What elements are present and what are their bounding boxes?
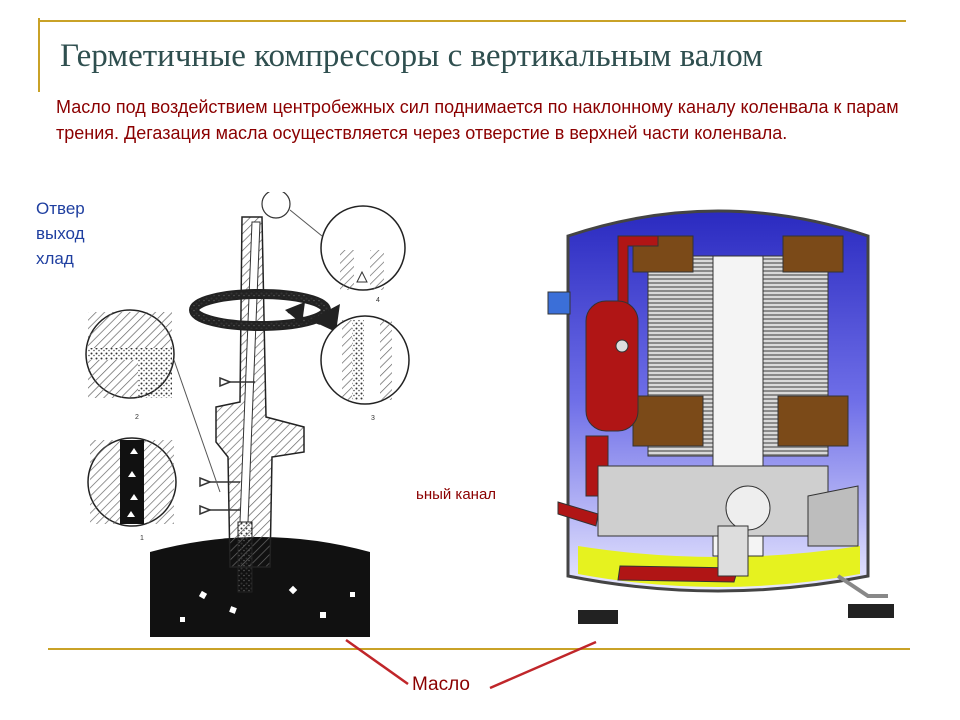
slide-description: Масло под воздействием центробежных сил …: [56, 97, 899, 143]
accent-vertical-line: [38, 18, 40, 92]
compression-mechanism: [597, 465, 829, 537]
left-label-line-2: выход: [36, 224, 85, 243]
oil-bath: [150, 537, 370, 637]
oil-callout-lines: [345, 638, 597, 690]
accent-top-line: [38, 20, 906, 22]
crankshaft-body: [215, 216, 305, 568]
compressor-cross-section: [547, 209, 894, 624]
winding-top-right: [782, 235, 844, 273]
left-label-line-3: хлад: [36, 249, 74, 268]
detail-number-4: 4: [376, 297, 380, 304]
oil-channel-label: ьный канал: [416, 486, 497, 503]
crankshaft-diagram: 4 3 2 1: [85, 192, 410, 637]
outflow-arrows: [199, 376, 255, 516]
slide-title: Герметичные компрессоры с вертикальным в…: [60, 38, 763, 74]
detail-number-2: 2: [135, 414, 139, 421]
lower-channel: [237, 521, 253, 593]
oil-label: Масло: [412, 674, 470, 695]
muffler: [585, 300, 639, 432]
oil-pickup-bottom: [617, 565, 739, 583]
oil-pickup-left: [557, 501, 599, 527]
foot-right: [848, 604, 894, 618]
foot-left: [578, 610, 618, 624]
detail-number-3: 3: [371, 415, 375, 422]
detail-number-1: 1: [140, 535, 144, 542]
winding-bottom-right: [777, 395, 849, 447]
suction-port: [547, 291, 571, 315]
left-side-label: Отвер выход хлад: [36, 196, 85, 271]
oil-droplets: [180, 585, 355, 622]
winding-bottom-left: [632, 395, 704, 447]
left-label-line-1: Отвер: [36, 199, 85, 218]
accent-bottom-line: [48, 648, 910, 650]
